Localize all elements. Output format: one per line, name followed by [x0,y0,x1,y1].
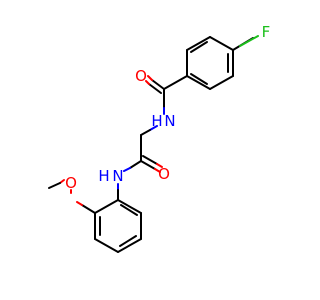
carbonyl-o-label-mid: O [158,165,170,183]
fluorophenyl-ring [186,36,254,90]
amide-n-label-top: N [164,112,175,130]
amide-h-label-mid: H [98,167,109,185]
methoxyphenyl-ring [94,199,142,253]
methoxy-group [48,179,96,214]
fluorine-label: F [262,23,271,41]
molecule-structure: F O N H O N H O [48,23,271,253]
methoxy-o-label: O [65,174,77,192]
carbonyl-o-label-top: O [135,67,147,85]
cf-bond [239,35,259,47]
benzamide-group [145,75,188,115]
amide-n-label-mid: N [112,167,123,185]
amide-h-label-top: H [151,112,162,130]
glycine-linker [123,125,163,173]
